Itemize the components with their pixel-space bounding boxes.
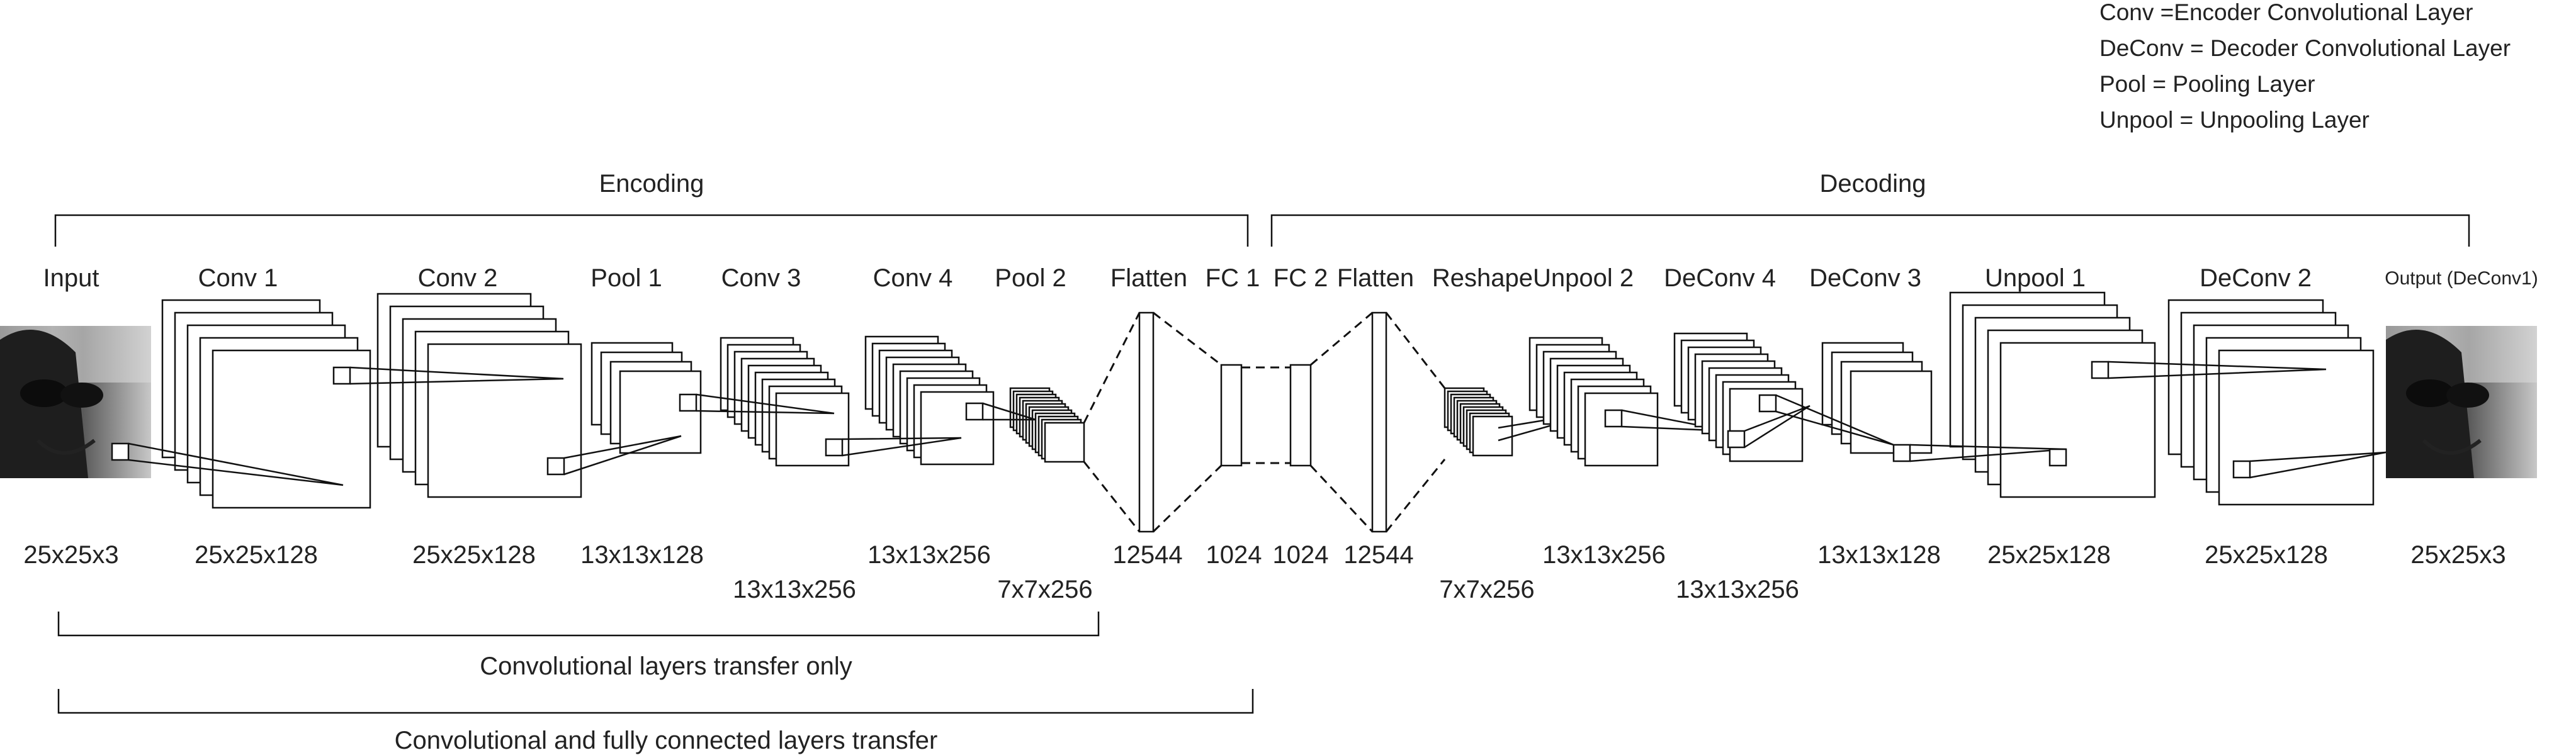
layer-title-pool1: Pool 1: [590, 264, 662, 292]
dim-deconv3: 13x13x128: [1817, 541, 1941, 569]
deconv3-stack: [1758, 342, 1933, 454]
conv3-stack: [679, 337, 850, 467]
dim-conv3: 13x13x256: [733, 576, 856, 603]
dim-conv1: 25x25x128: [195, 541, 318, 569]
dim-input: 25x25x3: [23, 541, 118, 569]
dim-pool1: 13x13x128: [580, 541, 704, 569]
transfer-conv-only: Convolutional layers transfer only: [57, 612, 1100, 680]
legend-conv: Conv =Encoder Convolutional Layer: [2099, 0, 2473, 25]
dim-conv4: 13x13x256: [867, 541, 991, 569]
dim-flatten1: 12544: [1112, 541, 1182, 569]
layer-title-deconv3: DeConv 3: [1809, 264, 1921, 292]
decoder-dense: [1241, 311, 1446, 533]
dim-fc2: 1024: [1273, 541, 1329, 569]
legend-pool: Pool = Pooling Layer: [2099, 71, 2315, 97]
legend: Conv =Encoder Convolutional Layer DeConv…: [2099, 0, 2511, 133]
layer-title-fc1: FC 1: [1206, 264, 1260, 292]
deconv2-stack: [2091, 299, 2387, 506]
pool2-stack: [965, 387, 1085, 463]
layer-title-conv2: Conv 2: [418, 264, 498, 292]
decoding-label: Decoding: [1819, 170, 1926, 198]
encoder-dense: [1083, 311, 1243, 533]
conv2-stack: [332, 293, 582, 498]
dim-deconv2: 25x25x128: [2205, 541, 2328, 569]
dim-unpool1: 25x25x128: [1987, 541, 2111, 569]
encoding-label: Encoding: [599, 170, 704, 198]
layer-title-flatten1: Flatten: [1110, 264, 1187, 292]
legend-unpool: Unpool = Unpooling Layer: [2099, 107, 2370, 133]
dim-reshape: 7x7x256: [1439, 576, 1534, 603]
layer-title-deconv2: DeConv 2: [2200, 264, 2312, 292]
unpool2-stack: [1528, 337, 1729, 467]
dim-output: 25x25x3: [2410, 541, 2505, 569]
pool1-stack: [546, 342, 702, 476]
output-image: [2386, 326, 2537, 478]
unpool1-stack: [1892, 291, 2156, 498]
conv4-stack: [825, 335, 995, 466]
reshape-stack: [1443, 387, 1606, 457]
layer-title-pool2: Pool 2: [995, 264, 1066, 292]
layer-title-deconv4: DeConv 4: [1664, 264, 1776, 292]
transfer-conv-only-label: Convolutional layers transfer only: [480, 652, 852, 680]
layer-title-output: Output (DeConv1): [2385, 268, 2538, 289]
legend-deconv: DeConv = Decoder Convolutional Layer: [2099, 35, 2511, 61]
dim-fc1: 1024: [1206, 541, 1262, 569]
dim-unpool2: 13x13x256: [1542, 541, 1666, 569]
decoding-bracket: Decoding: [1270, 170, 2470, 247]
layer-title-fc2: FC 2: [1274, 264, 1328, 292]
input-image: [0, 326, 151, 478]
dim-flatten2: 12544: [1343, 541, 1413, 569]
layer-title-input: Input: [43, 264, 99, 292]
dim-deconv4: 13x13x256: [1676, 576, 1799, 603]
layer-title-reshape-unpool2: ReshapeUnpool 2: [1432, 264, 1634, 292]
dim-conv2: 25x25x128: [412, 541, 536, 569]
conv1-stack: [111, 299, 371, 509]
dim-pool2: 7x7x256: [997, 576, 1092, 603]
dimension-labels: 25x25x3 25x25x128 25x25x128 13x13x128 13…: [23, 541, 2505, 603]
deconv4-stack: [1673, 332, 1811, 462]
transfer-conv-and-fc-label: Convolutional and fully connected layers…: [395, 727, 938, 754]
layer-title-conv3: Conv 3: [721, 264, 801, 292]
transfer-conv-and-fc: Convolutional and fully connected layers…: [57, 689, 1254, 754]
layer-titles: Input Conv 1 Conv 2 Pool 1 Conv 3 Conv 4…: [43, 264, 2538, 292]
layer-title-flatten2: Flatten: [1337, 264, 1414, 292]
encoding-bracket: Encoding: [54, 170, 1249, 247]
layer-title-conv1: Conv 1: [198, 264, 278, 292]
layer-title-conv4: Conv 4: [873, 264, 953, 292]
layer-title-unpool1: Unpool 1: [1985, 264, 2086, 292]
